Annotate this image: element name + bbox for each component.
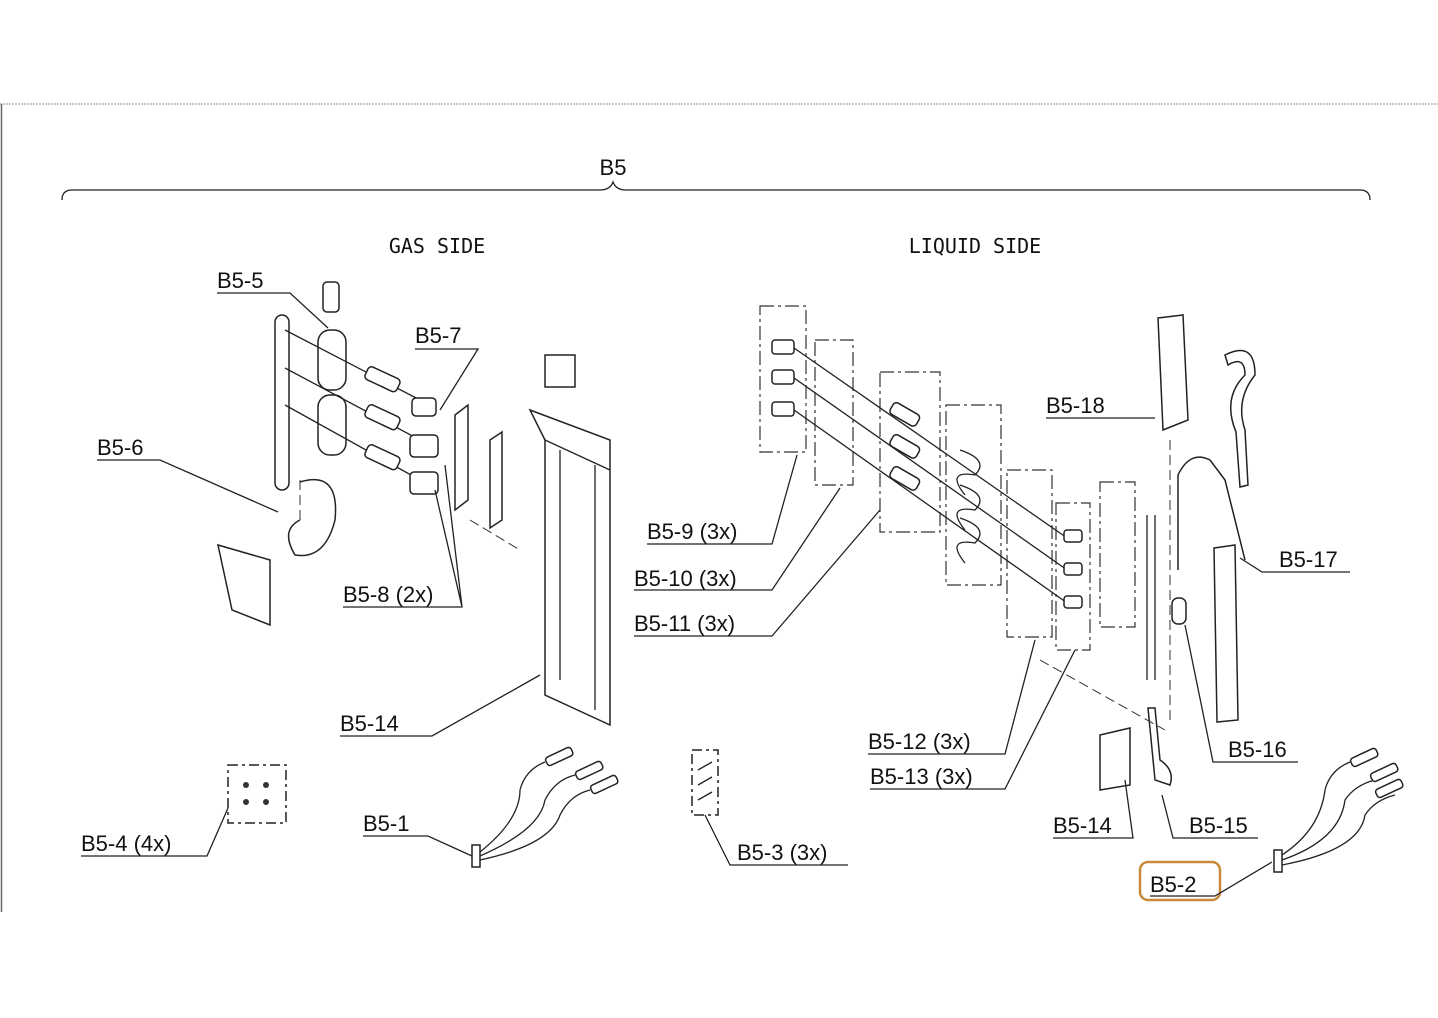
- callout-b5-11[interactable]: B5-11 (3x): [634, 509, 881, 637]
- svg-text:B5-11 (3x): B5-11 (3x): [634, 611, 735, 636]
- gas-side-parts: [217, 281, 719, 868]
- liquid-side-parts: [759, 305, 1404, 873]
- svg-text:B5-13 (3x): B5-13 (3x): [870, 764, 973, 789]
- svg-text:B5-16: B5-16: [1228, 737, 1287, 762]
- callout-b5-3[interactable]: B5-3 (3x): [704, 814, 848, 866]
- callout-b5-12[interactable]: B5-12 (3x): [868, 639, 1036, 755]
- callout-b5-6[interactable]: B5-6: [97, 435, 279, 513]
- highlight-box: [1138, 860, 1222, 902]
- svg-text:B5-3 (3x): B5-3 (3x): [737, 840, 827, 865]
- callout-b5-13[interactable]: B5-13 (3x): [870, 649, 1076, 790]
- callout-b5-10[interactable]: B5-10 (3x): [634, 487, 841, 591]
- group-label: B5: [600, 155, 627, 180]
- callout-b5-16[interactable]: B5-16: [1184, 624, 1298, 763]
- callout-b5-4[interactable]: B5-4 (4x): [81, 807, 229, 857]
- callout-b5-17[interactable]: B5-17: [1239, 547, 1350, 573]
- svg-text:B5-18: B5-18: [1046, 393, 1105, 418]
- svg-text:B5-14: B5-14: [1053, 813, 1112, 838]
- callout-b5-8[interactable]: B5-8 (2x): [343, 464, 463, 608]
- svg-text:B5-12 (3x): B5-12 (3x): [868, 729, 971, 754]
- callout-b5-9[interactable]: B5-9 (3x): [647, 454, 798, 545]
- svg-text:B5-2: B5-2: [1150, 872, 1196, 897]
- svg-text:B5-17: B5-17: [1279, 547, 1338, 572]
- svg-text:B5-10 (3x): B5-10 (3x): [634, 566, 737, 591]
- svg-text:B5-7: B5-7: [415, 323, 461, 348]
- callout-b5-1[interactable]: B5-1: [363, 811, 473, 857]
- group-brace: [61, 180, 1371, 201]
- svg-text:B5-8 (2x): B5-8 (2x): [343, 582, 433, 607]
- gas-side-heading: GAS SIDE: [389, 234, 485, 258]
- callout-b5-5[interactable]: B5-5: [217, 268, 329, 329]
- callout-b5-2[interactable]: B5-2: [1138, 860, 1273, 902]
- svg-text:B5-9 (3x): B5-9 (3x): [647, 519, 737, 544]
- callout-b5-7[interactable]: B5-7: [415, 323, 480, 411]
- callout-b5-15[interactable]: B5-15: [1161, 794, 1258, 839]
- liquid-side-heading: LIQUID SIDE: [909, 234, 1041, 258]
- svg-text:B5-6: B5-6: [97, 435, 143, 460]
- svg-text:B5-4 (4x): B5-4 (4x): [81, 831, 171, 856]
- svg-text:B5-5: B5-5: [217, 268, 263, 293]
- callout-b5-18[interactable]: B5-18: [1046, 393, 1155, 419]
- callout-b5-14-right[interactable]: B5-14: [1053, 779, 1134, 839]
- svg-text:B5-15: B5-15: [1189, 813, 1248, 838]
- callout-b5-14-left[interactable]: B5-14: [340, 674, 541, 737]
- svg-text:B5-14: B5-14: [340, 711, 399, 736]
- svg-text:B5-1: B5-1: [363, 811, 409, 836]
